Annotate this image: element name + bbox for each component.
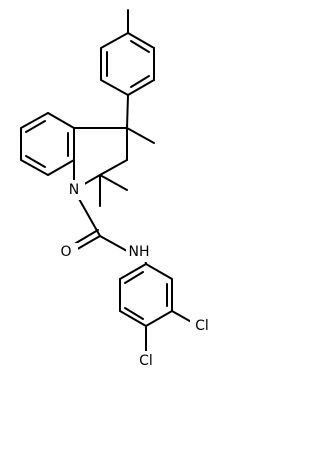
bond-dcp-4 — [119, 310, 147, 327]
atom-label-nh: NH — [129, 244, 150, 260]
label-bg-n — [63, 180, 85, 200]
structure-canvas: N O NH Cl Cl — [20, 9, 214, 371]
bond-dcp-6 — [119, 263, 147, 280]
chemical-structure-diagram: N O NH Cl Cl — [20, 9, 214, 371]
bond-benz-double-3 — [25, 120, 46, 133]
bond-dcp-double-2 — [124, 307, 144, 320]
bond-benz-double-2 — [25, 155, 46, 168]
bond-benz-6 — [47, 112, 75, 129]
bond-carbonyl-o-1 — [73, 235, 101, 252]
bond-benz-2 — [47, 159, 75, 176]
bond-tolyl-4 — [100, 79, 129, 96]
bond-c4-methyl — [126, 127, 155, 144]
bond-tolyl-6 — [100, 32, 129, 49]
label-bg-cl-b — [134, 351, 158, 371]
bond-tolyl-c4 — [126, 94, 129, 129]
label-bg-o — [56, 243, 78, 263]
bond-dcp-double-3 — [124, 271, 144, 284]
bond-tolyl-3 — [127, 79, 155, 96]
atom-labels: N O NH Cl Cl — [56, 180, 214, 371]
atom-label-n: N — [69, 182, 79, 198]
bond-benz-5 — [20, 112, 49, 129]
atom-label-cl-a: Cl — [195, 318, 209, 334]
atom-label-cl-b: Cl — [139, 353, 153, 369]
bond-benz-3 — [20, 159, 49, 176]
atom-label-o: O — [60, 244, 71, 260]
bond-tolyl-1 — [127, 32, 155, 49]
bond-carbonyl-nh — [99, 235, 128, 252]
bonds — [20, 9, 196, 354]
bond-dcp-3 — [145, 310, 173, 327]
bond-c3-c2 — [99, 159, 128, 176]
label-bg-nh — [126, 242, 154, 262]
bond-c2-methyl-a — [99, 174, 128, 191]
label-bg-cl-a — [190, 316, 214, 336]
bond-dcp-1 — [145, 263, 173, 280]
bond-tolyl-double-2 — [130, 75, 150, 88]
bond-tolyl-double-1 — [130, 40, 150, 53]
